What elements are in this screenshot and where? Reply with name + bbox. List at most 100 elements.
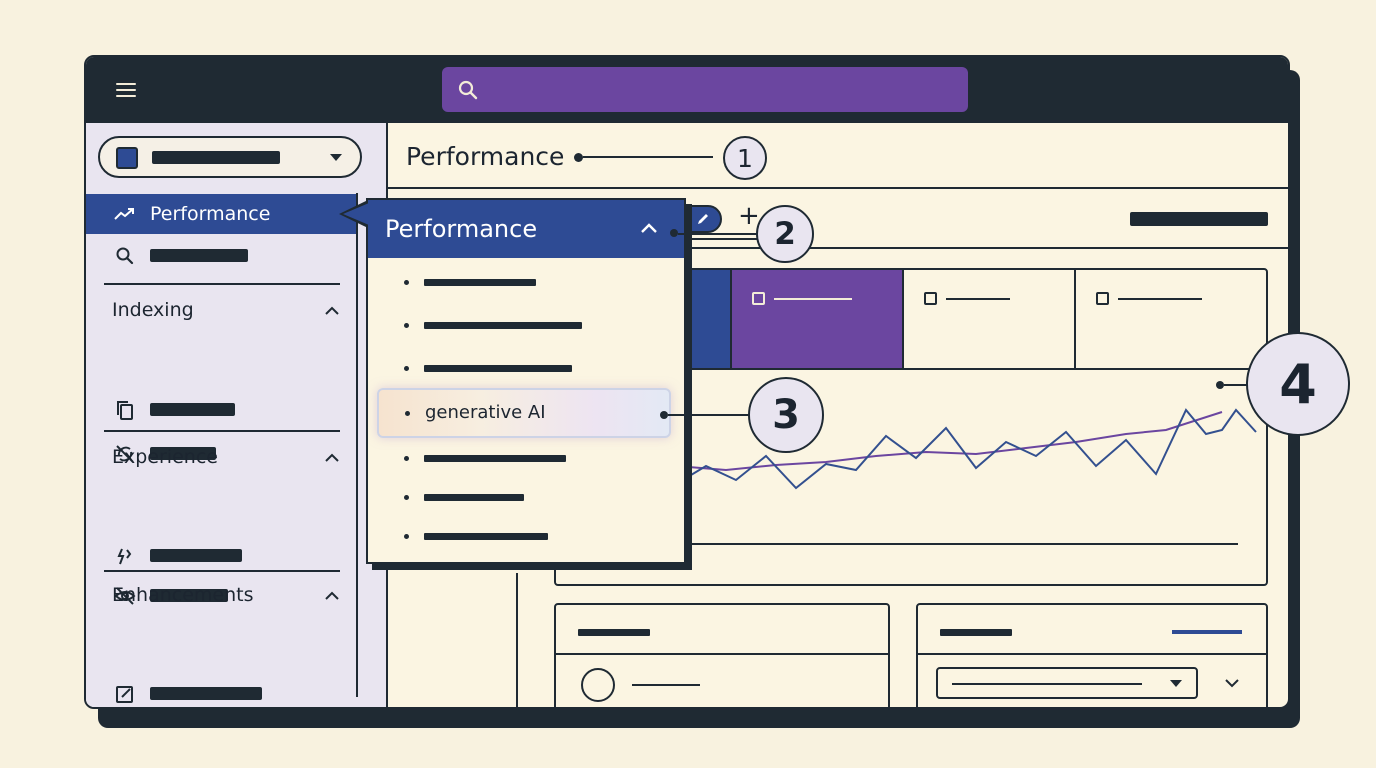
search-icon: [116, 247, 134, 265]
metric-checkbox[interactable]: [752, 292, 765, 305]
callout-anchor-dot: [1216, 381, 1224, 389]
popover-title: Performance: [385, 215, 538, 243]
chevron-up-icon[interactable]: [640, 222, 658, 234]
sidebar-item-placeholder: [150, 447, 216, 460]
section-title-enhancements: Enhancements: [112, 584, 254, 606]
active-tab-indicator[interactable]: [1172, 630, 1242, 634]
pages-card: [916, 603, 1268, 707]
divider: [388, 187, 1288, 189]
section-title-indexing: Indexing: [112, 299, 194, 321]
trending-up-icon: [114, 208, 134, 220]
section-title-experience: Experience: [112, 446, 218, 468]
card-heading-placeholder: [940, 629, 1012, 636]
menu-item-placeholder[interactable]: [424, 322, 582, 329]
menu-item-bullet: [404, 323, 409, 328]
metric-card-average-position[interactable]: [1076, 270, 1270, 370]
property-selector[interactable]: [98, 136, 362, 178]
popover-pointer-fill: [343, 203, 369, 225]
callout-connector: [668, 414, 750, 416]
callout-connector: [678, 233, 760, 235]
menu-item-placeholder[interactable]: [424, 533, 548, 540]
copy-icon: [117, 401, 133, 420]
callout-badge-4: 4: [1246, 332, 1350, 436]
menu-item-placeholder[interactable]: [424, 494, 524, 501]
divider: [388, 247, 1288, 249]
callout-connector: [1224, 384, 1248, 386]
search-bar[interactable]: [442, 67, 968, 112]
sidebar-item-placeholder: [150, 687, 262, 700]
section-divider: [104, 283, 340, 285]
property-name-placeholder: [152, 151, 280, 164]
pencil-icon: [698, 214, 708, 224]
chevron-up-icon[interactable]: [324, 305, 340, 317]
menu-item-bullet: [405, 411, 410, 416]
dropdown-value-placeholder: [952, 683, 1142, 685]
callout-badge-1: 1: [723, 136, 767, 180]
menu-item-bullet: [404, 280, 409, 285]
callout-badge-2: 2: [756, 205, 814, 263]
search-icon: [458, 80, 478, 100]
sidebar-item-breadcrumbs[interactable]: [86, 675, 356, 707]
page-title: Performance: [406, 142, 565, 171]
sidebar-item-core-web-vitals[interactable]: [86, 577, 356, 613]
metric-card-total-impressions[interactable]: [732, 270, 904, 370]
speed-icon: [117, 548, 132, 565]
sidebar-item-placeholder: [150, 403, 235, 416]
top-bar: [86, 57, 1288, 123]
caret-down-icon: [1170, 680, 1182, 687]
callout-connector: [672, 238, 760, 240]
series-clicks-line: [675, 408, 1257, 490]
sidebar-item-label: Performance: [150, 203, 271, 225]
sidebar-item-page-experience[interactable]: [86, 537, 356, 573]
menu-item-bullet: [404, 534, 409, 539]
add-filter-icon[interactable]: +: [738, 201, 760, 231]
section-divider: [104, 570, 340, 572]
edit-square-icon: [116, 686, 133, 703]
sync-disabled-icon: [116, 445, 134, 463]
chevron-up-icon[interactable]: [324, 452, 340, 464]
card-divider: [556, 653, 888, 655]
metric-card-average-ctr[interactable]: [904, 270, 1076, 370]
menu-item-placeholder[interactable]: [424, 279, 536, 286]
panel-divider: [516, 573, 518, 707]
app-window: Performance Indexing Experience: [84, 55, 1290, 709]
callout-connector: [583, 156, 713, 158]
callout-badge-3: 3: [748, 377, 824, 453]
sidebar-item-removals[interactable]: [86, 435, 356, 471]
menu-item-placeholder[interactable]: [424, 365, 572, 372]
menu-item-label: generative AI: [425, 402, 546, 423]
chevron-down-icon[interactable]: [1224, 677, 1240, 689]
property-color-square: [116, 147, 138, 169]
hamburger-icon[interactable]: [116, 83, 136, 97]
queries-card: [554, 603, 890, 707]
menu-item-bullet: [404, 366, 409, 371]
menu-item-bullet: [404, 495, 409, 500]
chevron-up-icon[interactable]: [324, 590, 340, 602]
card-divider: [918, 653, 1266, 655]
sidebar-item-url-inspection[interactable]: [86, 237, 356, 273]
performance-popover-menu: Performance generative AI: [366, 198, 686, 564]
caret-down-icon: [330, 154, 342, 161]
menu-item-placeholder[interactable]: [424, 455, 566, 462]
row-placeholder: [632, 684, 700, 686]
dropdown-select[interactable]: [936, 667, 1198, 699]
last-updated-placeholder: [1130, 212, 1268, 226]
callout-anchor-dot: [670, 229, 678, 237]
sidebar-item-pages[interactable]: [86, 391, 356, 427]
metric-label-placeholder: [1118, 298, 1202, 300]
circle-icon[interactable]: [580, 667, 616, 703]
series-impressions-line: [675, 411, 1223, 472]
callout-anchor-dot: [574, 153, 583, 162]
eye-off-icon: [114, 587, 136, 605]
popover-header[interactable]: Performance: [368, 200, 684, 258]
sidebar-border: [356, 193, 358, 697]
menu-item-generative-ai[interactable]: generative AI: [377, 388, 671, 438]
sidebar-item-performance[interactable]: Performance: [86, 194, 356, 234]
sidebar-item-placeholder: [150, 589, 228, 602]
metric-checkbox[interactable]: [924, 292, 937, 305]
callout-anchor-dot: [660, 411, 668, 419]
sidebar-item-placeholder: [150, 549, 242, 562]
metric-checkbox[interactable]: [1096, 292, 1109, 305]
sidebar: Performance Indexing Experience: [86, 123, 388, 707]
performance-line-chart: [576, 408, 1257, 545]
